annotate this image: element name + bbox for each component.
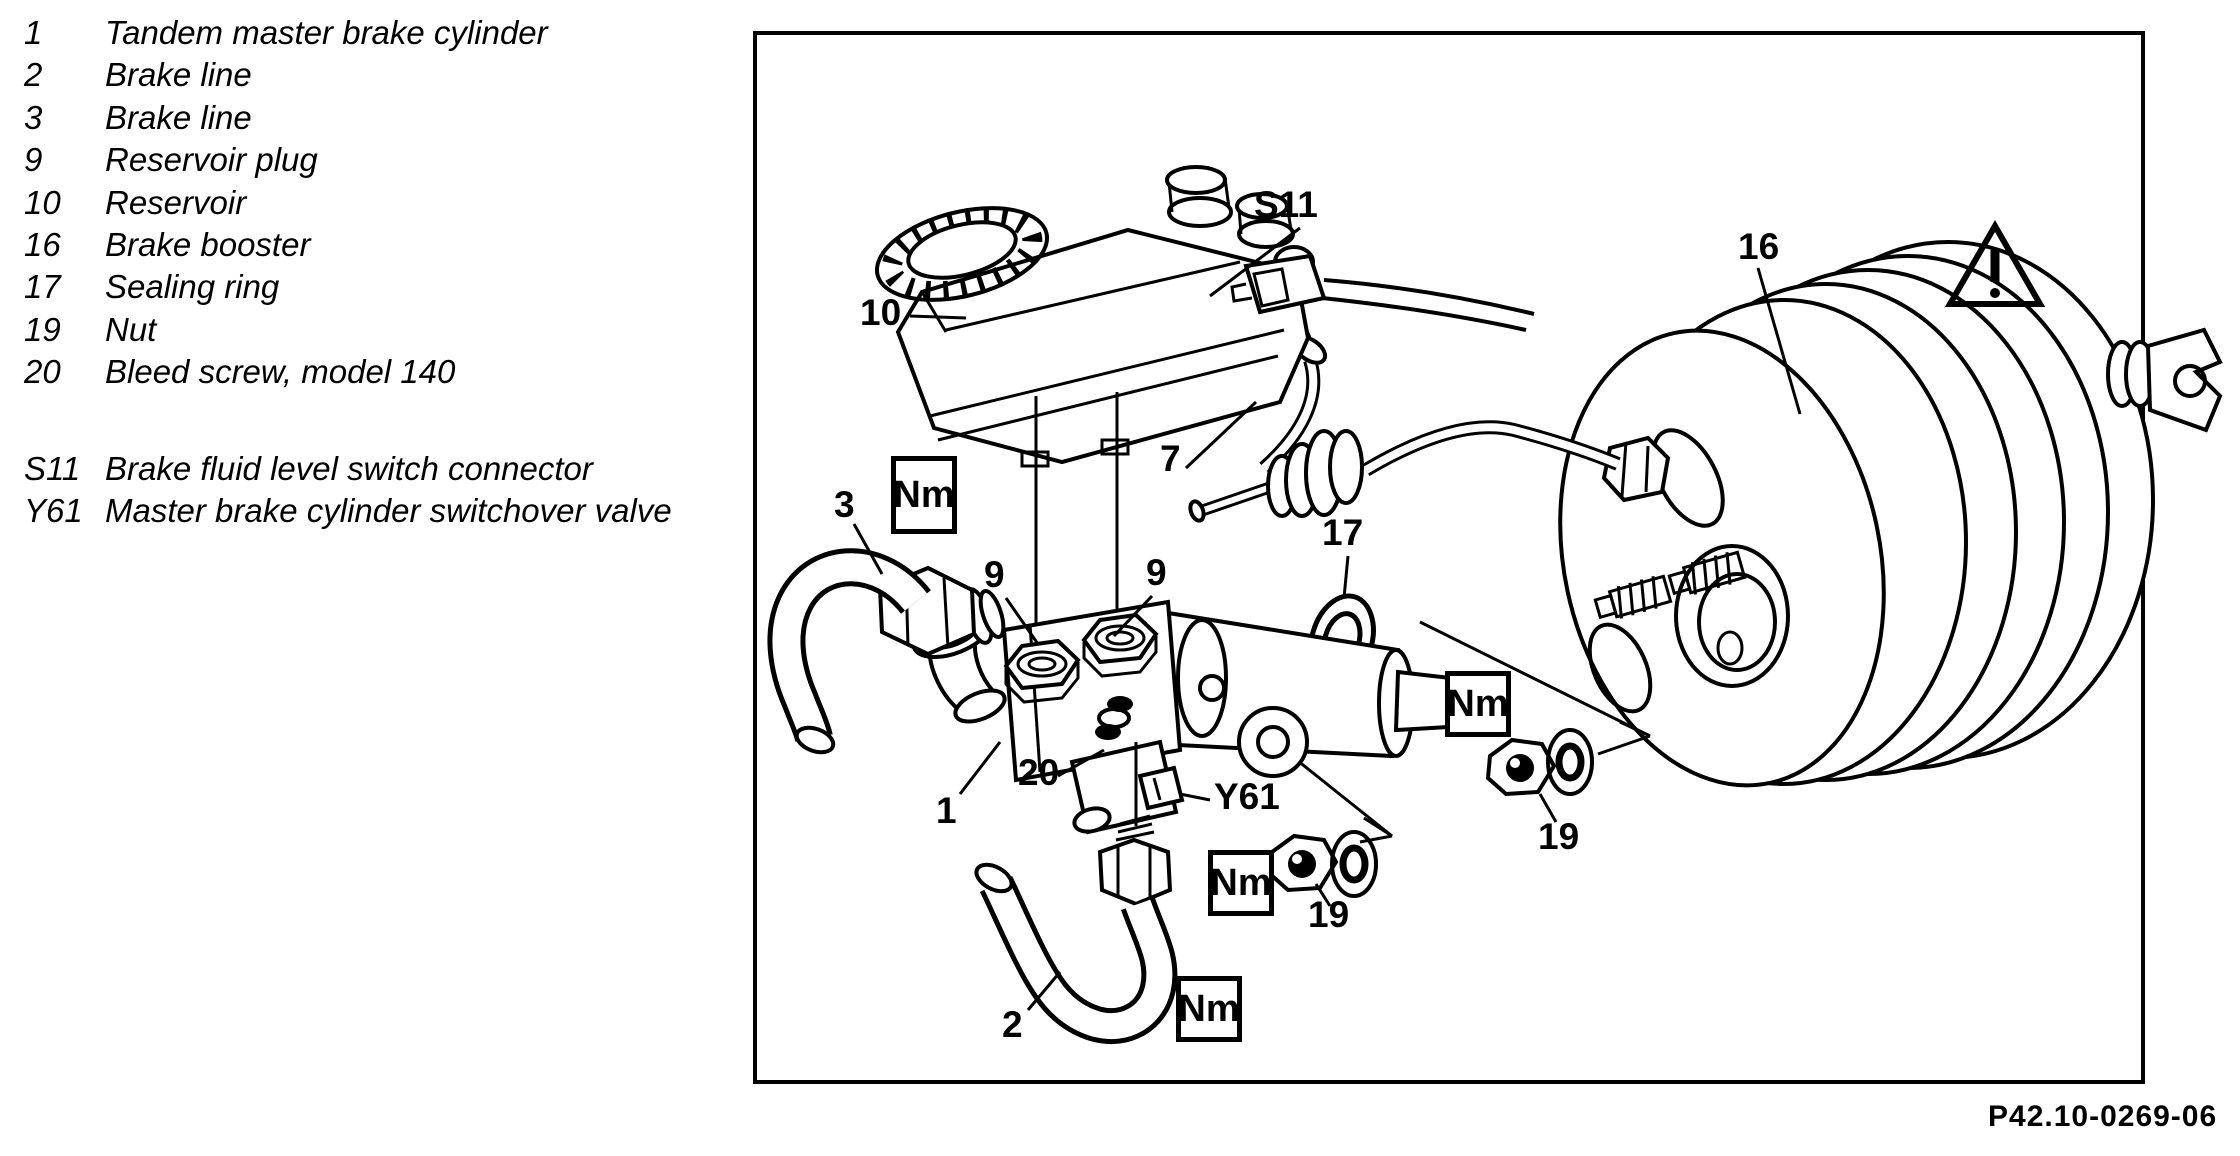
reservoir-drawing xyxy=(874,165,1315,638)
legend-electrical-list: S11 Brake fluid level switch connector Y… xyxy=(24,448,672,533)
booster-check-valve-fitting xyxy=(1601,435,1671,503)
callout-17: 17 xyxy=(1322,512,1364,553)
legend-part-number: 9 xyxy=(24,141,43,179)
callout-10: 10 xyxy=(860,292,902,333)
callout-1: 1 xyxy=(936,790,957,831)
brake-line-3-drawing xyxy=(767,548,931,755)
legend-part-number: 10 xyxy=(24,183,61,221)
legend-part-label: Brake line xyxy=(105,56,252,94)
legend-part-number: 2 xyxy=(24,56,43,94)
callout-19-right: 19 xyxy=(1538,816,1580,857)
callout-leader-lines xyxy=(852,226,1802,1011)
booster-pushrod-clevis xyxy=(2106,327,2223,433)
legend-part-label: Bleed screw, model 140 xyxy=(105,353,456,391)
legend-row: 1 Tandem master brake cylinder xyxy=(24,12,548,54)
callout-20: 20 xyxy=(1018,752,1060,793)
legend-row: 20 Bleed screw, model 140 xyxy=(24,351,548,393)
booster-stud xyxy=(1667,550,1747,596)
legend-row: 16 Brake booster xyxy=(24,224,548,266)
master-cylinder-drawing xyxy=(877,565,1480,907)
nut-washer-bottom xyxy=(1267,830,1378,907)
legend-row: 2 Brake line xyxy=(24,54,548,96)
legend-parts-list: 1 Tandem master brake cylinder 2 Brake l… xyxy=(24,12,548,394)
legend-row: 19 Nut xyxy=(24,309,548,351)
reservoir-plug-right xyxy=(1081,612,1159,678)
legend-part-number: Y61 xyxy=(24,492,83,530)
callout-7: 7 xyxy=(1160,438,1181,479)
torque-symbol-box: Nm xyxy=(1445,671,1511,737)
legend-row: 17 Sealing ring xyxy=(24,266,548,308)
legend-part-number: 3 xyxy=(24,98,43,136)
booster-stud xyxy=(1593,574,1673,620)
legend-part-number: 16 xyxy=(24,225,61,263)
legend-part-label: Brake booster xyxy=(105,225,311,263)
legend-part-number: S11 xyxy=(24,450,81,487)
y61-valve-drawing xyxy=(1069,739,1185,835)
callout-y61: Y61 xyxy=(1214,776,1280,817)
legend-part-label: Sealing ring xyxy=(105,268,280,306)
legend-row: 9 Reservoir plug xyxy=(24,139,548,181)
legend-part-label: Brake fluid level switch connector xyxy=(105,450,593,487)
legend-part-label: Tandem master brake cylinder xyxy=(105,14,548,51)
brake-booster-drawing xyxy=(1558,240,2223,788)
legend-part-label: Brake line xyxy=(105,98,252,136)
torque-symbol-box: Nm xyxy=(1176,976,1242,1042)
legend-part-label: Reservoir plug xyxy=(105,141,318,179)
bleed-screw-drawing xyxy=(1095,696,1133,740)
callout-2: 2 xyxy=(1002,1004,1023,1045)
s11-connector-drawing xyxy=(1230,253,1535,332)
torque-symbol-box: Nm xyxy=(1208,850,1274,916)
legend-row: Y61 Master brake cylinder switchover val… xyxy=(24,490,672,532)
legend-row: S11 Brake fluid level switch connector xyxy=(24,448,672,490)
warning-triangle-icon xyxy=(1944,219,2046,307)
legend-part-number: 19 xyxy=(24,310,61,348)
legend-part-number: 20 xyxy=(24,353,61,391)
torque-symbol-box: Nm xyxy=(891,456,957,534)
legend-part-number: 1 xyxy=(24,14,43,51)
figure-code: P42.10-0269-06 xyxy=(1988,1100,2218,1133)
legend-row: 3 Brake line xyxy=(24,97,548,139)
legend-part-number: 17 xyxy=(24,268,61,306)
callout-9-left: 9 xyxy=(984,554,1005,595)
reservoir-plug-left xyxy=(1003,638,1081,704)
brake-line-2-drawing xyxy=(974,862,1178,1045)
callout-9-right: 9 xyxy=(1146,552,1167,593)
legend-row: 10 Reservoir xyxy=(24,182,548,224)
legend-part-label: Nut xyxy=(105,310,157,348)
callout-3: 3 xyxy=(834,484,855,525)
legend-part-label: Master brake cylinder switchover valve xyxy=(105,492,672,530)
legend-part-label: Reservoir xyxy=(105,183,247,221)
line2-union-nut xyxy=(1097,837,1173,907)
callout-s11: S11 xyxy=(1254,184,1318,225)
nut-washer-right xyxy=(1485,728,1594,823)
callout-16: 16 xyxy=(1738,226,1780,267)
callout-19-bottom: 19 xyxy=(1308,894,1350,935)
